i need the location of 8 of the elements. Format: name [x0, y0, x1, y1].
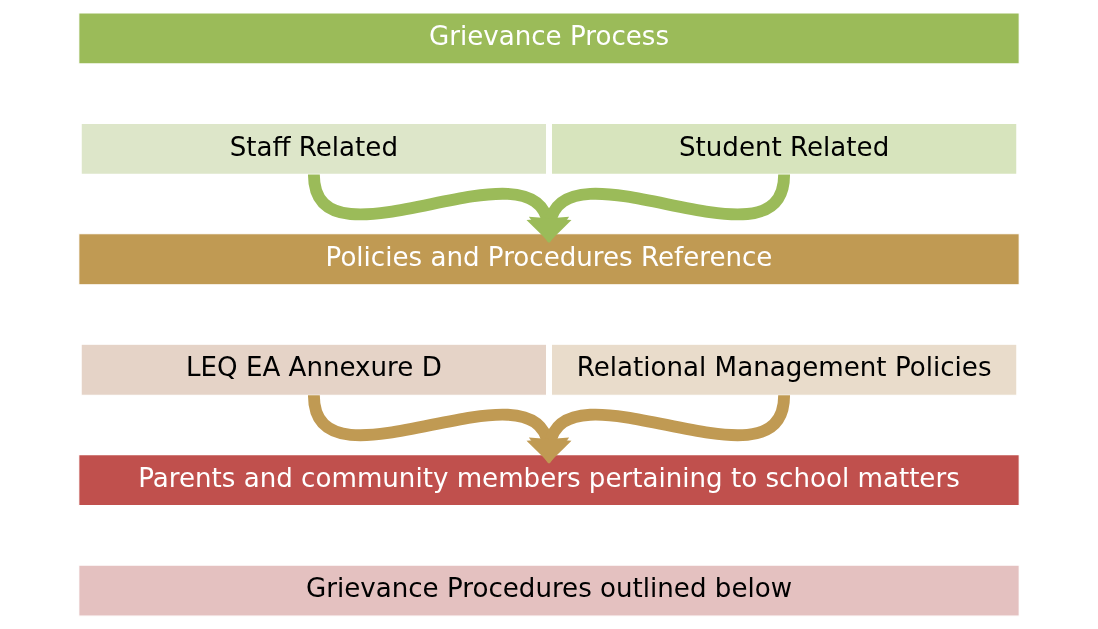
node-box: Parents and community members pertaining to school matters [78, 454, 1020, 507]
node-box: Student Related [550, 122, 1018, 175]
node-box: Policies and Procedures Reference [78, 233, 1020, 286]
node-box: LEQ EA Annexure D [80, 343, 548, 396]
node-box: Staff Related [80, 122, 548, 175]
node-box: Grievance Procedures outlined below [78, 564, 1020, 617]
node-box: Relational Management Policies [550, 343, 1018, 396]
node-box: Grievance Process [78, 12, 1020, 65]
